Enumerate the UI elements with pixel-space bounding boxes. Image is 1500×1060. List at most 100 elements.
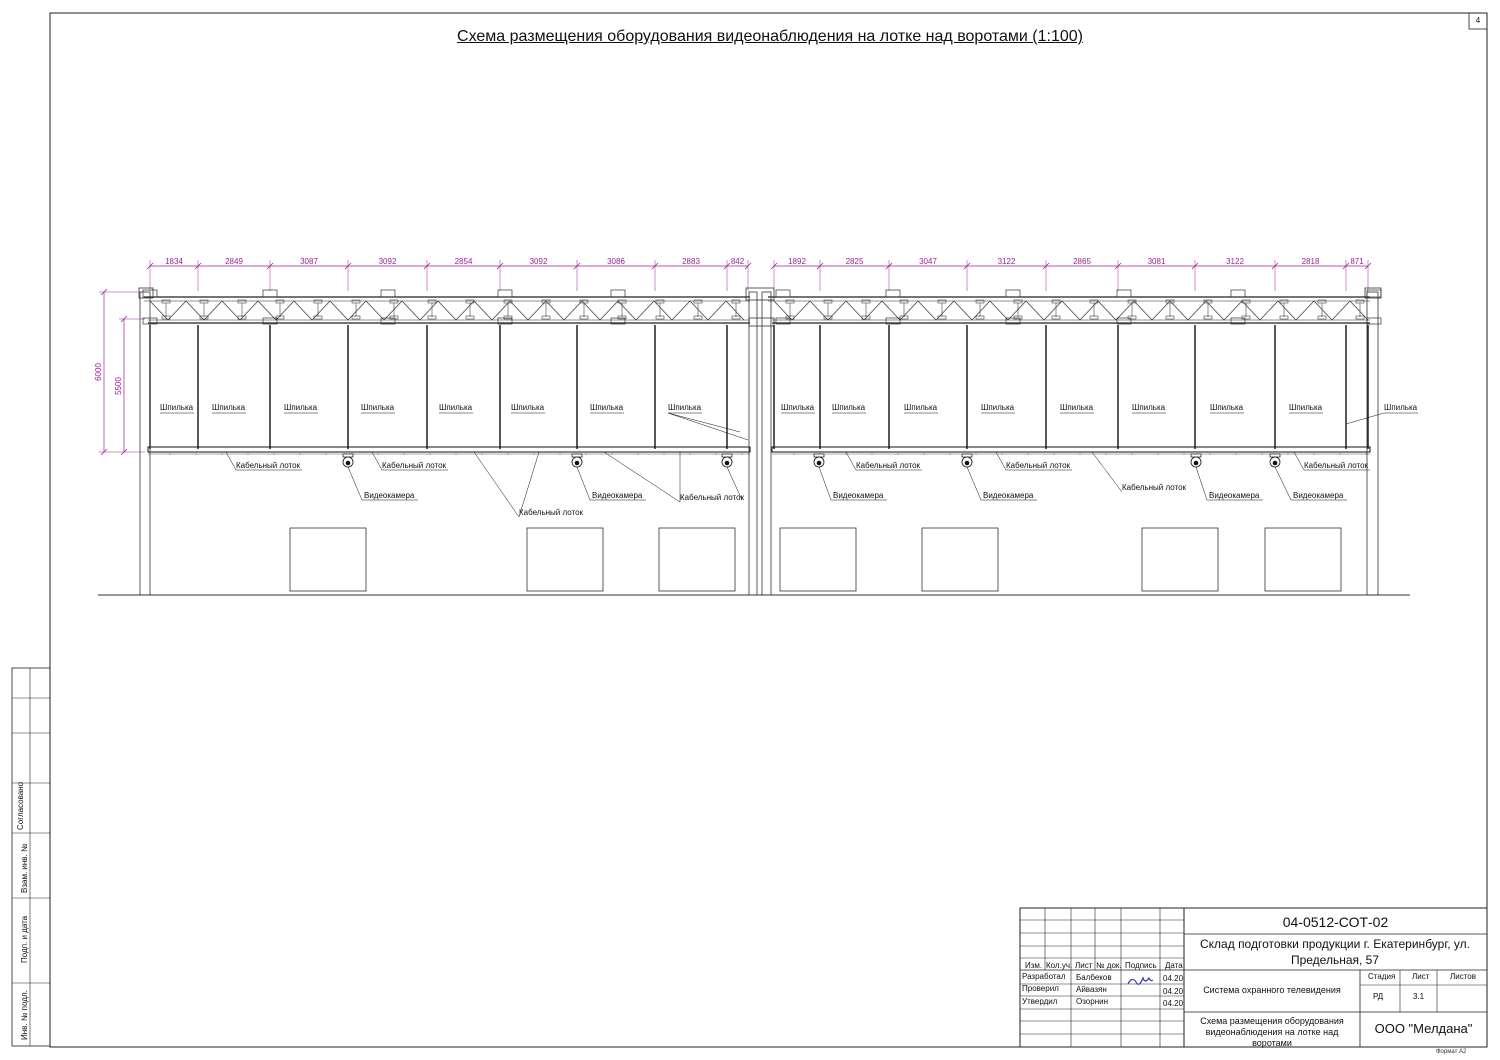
role-checker: Проверил: [1022, 984, 1059, 993]
gate-opening: [779, 527, 857, 592]
right-web: [1061, 300, 1081, 321]
leader-line: [518, 451, 540, 518]
role-developer: Разработал: [1022, 972, 1066, 981]
right-purlin-base: [861, 315, 871, 320]
leader-line: [1345, 412, 1385, 425]
rod-label: Шпилька: [781, 403, 815, 412]
left-purlin-base: [389, 315, 399, 320]
rod-label: Шпилька: [361, 403, 395, 412]
side-signature-label: Подп. и дата: [20, 915, 29, 963]
company-name: ООО "Мелдана": [1374, 1021, 1473, 1036]
right-web: [1187, 300, 1207, 321]
right-web: [1025, 300, 1045, 321]
right-purlin: [1013, 299, 1023, 304]
date-checker: 04.20: [1163, 987, 1184, 996]
dimension-tick: [423, 262, 431, 270]
height-tray-value: 5500: [114, 377, 123, 395]
camera-icon: [721, 453, 733, 468]
flange-plate: [610, 317, 626, 325]
flange-plate: [1116, 289, 1132, 298]
right-web: [863, 300, 883, 321]
right-purlin-base: [937, 315, 947, 320]
right-purlin: [1317, 299, 1327, 304]
left-purlin-base: [161, 315, 171, 320]
dimension-value: 2825: [846, 257, 864, 266]
left-web: [311, 300, 331, 321]
flange-plate: [1230, 289, 1246, 298]
left-purlin-base: [731, 315, 741, 320]
column-bracket: [748, 317, 775, 327]
camera-lens: [816, 460, 822, 466]
rod-label: Шпилька: [981, 403, 1015, 412]
dimension-value: 842: [731, 257, 745, 266]
left-web: [671, 300, 691, 321]
left-web: [527, 300, 547, 321]
right-web: [917, 300, 937, 321]
leader-line: [347, 466, 363, 501]
flange-plate: [775, 317, 791, 325]
height-tick: [100, 448, 108, 456]
flange-plate: [1230, 317, 1246, 325]
right-cable-tray: [771, 446, 1371, 453]
gate-opening: [1141, 527, 1219, 592]
right-web: [989, 300, 1009, 321]
column: [761, 291, 772, 596]
camera-icon: [342, 453, 354, 468]
leader-line: [995, 451, 1007, 471]
camera-label: Видеокамера: [983, 491, 1034, 500]
right-web: [1313, 300, 1333, 321]
right-purlin-base: [823, 315, 833, 320]
left-web: [293, 300, 313, 321]
rod-label: Шпилька: [1132, 403, 1166, 412]
dimension-value: 3081: [1148, 257, 1166, 266]
flange-plate: [380, 317, 396, 325]
tray-label: Кабельный лоток: [856, 461, 921, 470]
role-approver: Утвердил: [1022, 997, 1058, 1006]
rod-label: Шпилька: [439, 403, 473, 412]
tray-label: Кабельный лоток: [519, 508, 584, 517]
right-web: [1151, 300, 1171, 321]
dimension-tick: [1364, 262, 1372, 270]
left-purlin: [275, 299, 285, 304]
leader-line: [225, 451, 237, 471]
sheet-number: 4: [1475, 16, 1481, 25]
column-cap: [138, 287, 154, 299]
right-web: [1007, 300, 1027, 321]
rod-label: Шпилька: [904, 403, 938, 412]
title-block-grid: [1019, 907, 1488, 1048]
dimension-value: 2849: [225, 257, 243, 266]
flange-plate: [262, 289, 278, 298]
system-name: Система охранного телевидения: [1203, 985, 1341, 995]
camera-label: Видеокамера: [592, 491, 643, 500]
left-web: [221, 300, 241, 321]
left-purlin: [389, 299, 399, 304]
camera-icon: [1269, 453, 1281, 468]
left-purlin-base: [693, 315, 703, 320]
left-web: [581, 300, 601, 321]
right-purlin-base: [1317, 315, 1327, 320]
dimension-tick: [146, 262, 154, 270]
rod-label: Шпилька: [212, 403, 246, 412]
left-web: [167, 300, 187, 321]
doc-code: 04-0512-СОТ-02: [1282, 914, 1389, 930]
left-purlin: [199, 299, 209, 304]
dimension-value: 3092: [530, 257, 548, 266]
left-cable-tray: [147, 446, 751, 453]
left-purlin: [313, 299, 323, 304]
right-web: [899, 300, 919, 321]
left-purlin-base: [237, 315, 247, 320]
dimension-tick: [1342, 262, 1350, 270]
header-sheets: Листов: [1450, 972, 1476, 981]
sheet-number-box: [1468, 12, 1488, 30]
side-stamp: [11, 667, 51, 1047]
rod-label: Шпилька: [160, 403, 194, 412]
dimension-tick: [1271, 262, 1279, 270]
right-purlin-base: [1355, 315, 1365, 320]
right-web: [1241, 300, 1261, 321]
dimension-tick: [885, 262, 893, 270]
left-web: [473, 300, 493, 321]
sheet-frame: [49, 12, 1488, 1048]
signature-mark: [1127, 976, 1154, 985]
camera-mount: [1269, 453, 1281, 458]
left-purlin-base: [275, 315, 285, 320]
